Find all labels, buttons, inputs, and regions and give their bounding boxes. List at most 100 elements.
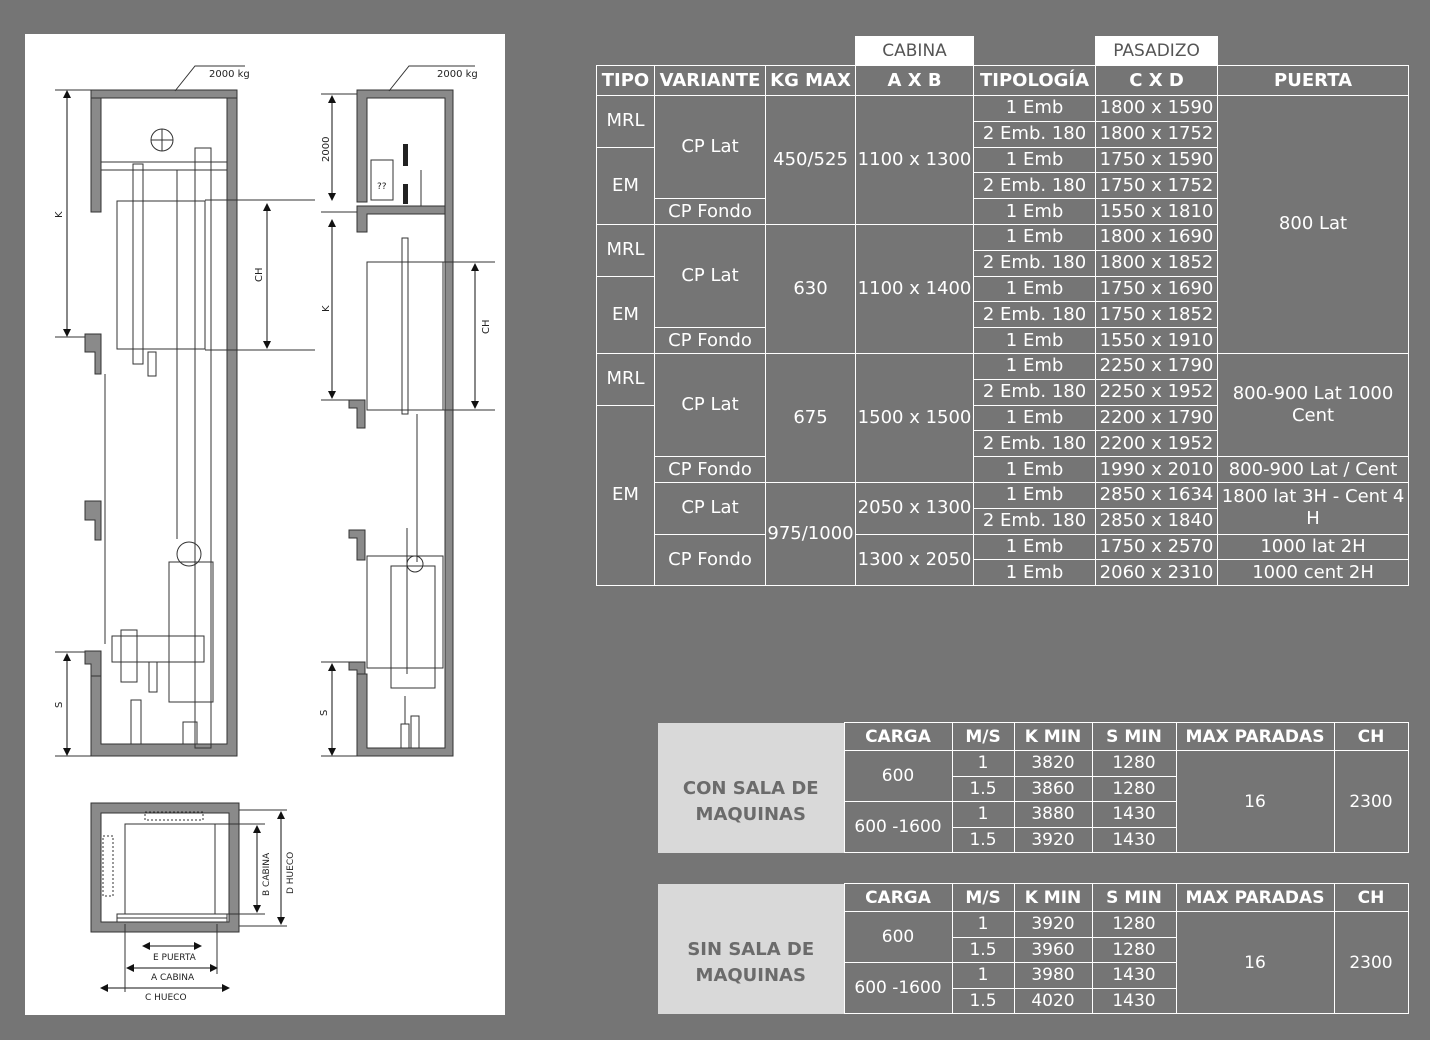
cell-cxd: 1800 x 1690 bbox=[1095, 223, 1219, 251]
cell-cxd: 1750 x 1590 bbox=[1095, 146, 1219, 174]
section-label: SIN SALA DE MAQUINAS bbox=[658, 911, 844, 1014]
cell-cxd: 2250 x 1790 bbox=[1095, 352, 1219, 380]
cell-tipologia: 1 Emb bbox=[973, 198, 1097, 225]
col-carga: CARGA bbox=[843, 722, 953, 751]
table-row: 1 Emb 2060 x 2310 1000 cent 2H bbox=[597, 559, 1410, 587]
table-row: EM 1 Emb 1750 x 1590 bbox=[596, 146, 1409, 225]
table-row: CP Fondo 1300 x 2050 1 Emb 1750 x 2570 1… bbox=[597, 533, 1410, 587]
cell-tipologia: 2 Emb. 180 bbox=[973, 301, 1097, 329]
plan-a-cabina: A CABINA bbox=[151, 973, 195, 983]
cell-tipologia: 1 Emb bbox=[973, 352, 1097, 380]
cell-puerta: 800 Lat bbox=[1217, 95, 1410, 354]
cell-tipologia: 2 Emb. 180 bbox=[973, 378, 1097, 406]
cell-variante: CP Lat bbox=[654, 94, 766, 200]
cell-carga: 600 -1600 bbox=[843, 801, 953, 853]
dim-2000: 2000 bbox=[321, 137, 332, 162]
table-row: 2 Emb. 180 1750 x 1752 bbox=[597, 172, 1409, 200]
cell-tipologia: 1 Emb bbox=[973, 95, 1097, 122]
cell-ms: 1.5 bbox=[951, 936, 1015, 963]
cell-axb: 2050 x 1300 bbox=[855, 481, 975, 535]
cell-tipo: MRL bbox=[596, 95, 655, 148]
col-ch: CH bbox=[1333, 722, 1409, 751]
col-ch: CH bbox=[1333, 883, 1409, 912]
dim-k-1: K bbox=[54, 211, 65, 218]
cell-puerta: 800-900 Lat / Cent bbox=[1217, 456, 1410, 483]
cell-smin: 1430 bbox=[1091, 801, 1177, 828]
col-smin: S MIN bbox=[1091, 883, 1177, 912]
table-row: MRL CP Lat 630 1100 x 1400 1 Emb 1800 x … bbox=[596, 223, 1409, 354]
table-row: 1.5 3920 1430 bbox=[658, 826, 1408, 853]
cell-tipo: MRL bbox=[596, 352, 655, 406]
cell-tipologia: 2 Emb. 180 bbox=[973, 249, 1097, 277]
cell-ms: 1 bbox=[951, 801, 1015, 828]
table-row: 2 Emb. 180 2200 x 1952 bbox=[597, 430, 1409, 458]
plan-e-puerta: E PUERTA bbox=[153, 953, 197, 963]
cell-carga: 600 bbox=[843, 750, 953, 802]
group-header-cabina: CABINA bbox=[855, 36, 975, 66]
plan-d-hueco: D HUECO bbox=[286, 852, 296, 894]
cell-smin: 1280 bbox=[1091, 911, 1177, 938]
table-row: 2 Emb. 180 1800 x 1752 bbox=[597, 120, 1409, 148]
cell-cxd: 1800 x 1590 bbox=[1095, 95, 1219, 122]
col-smin: S MIN bbox=[1091, 722, 1177, 751]
cell-puerta: 800-900 Lat 1000 Cent bbox=[1217, 352, 1410, 458]
table-row: CP Fondo 1 Emb 1990 x 2010 800-900 Lat /… bbox=[597, 456, 1410, 483]
shaft-elevation-machine-roomless: ?? 2000 kg 2000 K CH S bbox=[319, 65, 495, 757]
cell-carga: 600 -1600 bbox=[843, 962, 953, 1014]
table-row: SIN SALA DE MAQUINAS 600 1 3920 1280 16 … bbox=[658, 911, 1409, 1014]
table-row: 600 -1600 1 3980 1430 bbox=[658, 962, 1408, 1014]
cell-cxd: 1750 x 1690 bbox=[1095, 275, 1219, 303]
cell-kmin: 3920 bbox=[1013, 911, 1093, 938]
cell-cxd: 1750 x 1752 bbox=[1095, 172, 1219, 200]
cell-ms: 1.5 bbox=[951, 775, 1015, 802]
machine-room-table: CARGA M/S K MIN S MIN MAX PARADAS CH CON… bbox=[658, 722, 1409, 853]
cell-ms: 1 bbox=[951, 750, 1015, 777]
cell-cxd: 2200 x 1790 bbox=[1095, 404, 1219, 432]
table-row: 2 Emb. 180 1750 x 1852 bbox=[597, 301, 1409, 329]
cell-tipo: EM bbox=[596, 146, 655, 225]
col-ms: M/S bbox=[951, 722, 1015, 751]
cell-smin: 1430 bbox=[1091, 826, 1177, 853]
cell-ms: 1 bbox=[951, 911, 1015, 938]
cell-cxd: 1800 x 1852 bbox=[1095, 249, 1219, 277]
shaft-plan-view: E PUERTA A CABINA C HUECO B CABINA D HUE… bbox=[90, 802, 296, 1003]
cell-axb: 1100 x 1400 bbox=[855, 223, 975, 354]
cell-cxd: 2850 x 1634 bbox=[1095, 481, 1219, 509]
cell-smin: 1280 bbox=[1091, 936, 1177, 963]
cell-kmin: 3880 bbox=[1013, 801, 1093, 828]
cell-kmin: 3980 bbox=[1013, 962, 1093, 989]
cell-variante: CP Fondo bbox=[654, 198, 766, 225]
cell-cxd: 2200 x 1952 bbox=[1095, 430, 1219, 458]
cell-puerta: 1000 lat 2H bbox=[1217, 533, 1410, 561]
table-row: MRL CP Lat 450/525 1100 x 1300 1 Emb 180… bbox=[596, 94, 1410, 354]
cell-tipologia: 2 Emb. 180 bbox=[973, 172, 1097, 200]
cell-cxd: 2060 x 2310 bbox=[1095, 559, 1219, 587]
cell-kg-max: 975/1000 bbox=[764, 481, 857, 587]
cell-kmin: 3960 bbox=[1013, 936, 1093, 963]
table-row: CON SALA DE MAQUINAS 600 1 3820 1280 16 … bbox=[658, 750, 1409, 853]
cell-tipologia: 1 Emb bbox=[973, 223, 1097, 251]
cell-ch: 2300 bbox=[1333, 750, 1409, 853]
cell-variante: CP Fondo bbox=[654, 533, 766, 587]
cell-tipo: MRL bbox=[596, 223, 655, 277]
table-header-row: CARGA M/S K MIN S MIN MAX PARADAS CH bbox=[658, 722, 1409, 751]
cell-kg-max: 675 bbox=[764, 352, 857, 483]
cell-tipologia: 1 Emb bbox=[973, 146, 1097, 174]
table-header-row: CARGA M/S K MIN S MIN MAX PARADAS CH bbox=[658, 883, 1409, 912]
cell-kmin: 3860 bbox=[1013, 775, 1093, 802]
shaft-elevation-machine-room: 2000 kg K CH S bbox=[54, 65, 315, 757]
cell-tipologia: 1 Emb bbox=[973, 481, 1097, 509]
cell-cxd: 1550 x 1910 bbox=[1095, 327, 1219, 354]
cell-kmin: 3820 bbox=[1013, 750, 1093, 777]
cell-tipologia: 2 Emb. 180 bbox=[973, 507, 1097, 535]
machine-roomless-table: CARGA M/S K MIN S MIN MAX PARADAS CH SIN… bbox=[658, 883, 1409, 1014]
cell-ch: 2300 bbox=[1333, 911, 1409, 1014]
cell-smin: 1280 bbox=[1091, 750, 1177, 777]
cell-tipologia: 1 Emb bbox=[973, 275, 1097, 303]
col-kmin: K MIN bbox=[1013, 883, 1093, 912]
cell-ms: 1 bbox=[951, 962, 1015, 989]
cell-max-paradas: 16 bbox=[1175, 750, 1335, 853]
table-row: CP Lat 975/1000 2050 x 1300 1 Emb 2850 x… bbox=[597, 481, 1410, 587]
cell-variante: CP Fondo bbox=[654, 327, 766, 354]
cell-variante: CP Lat bbox=[654, 352, 766, 458]
